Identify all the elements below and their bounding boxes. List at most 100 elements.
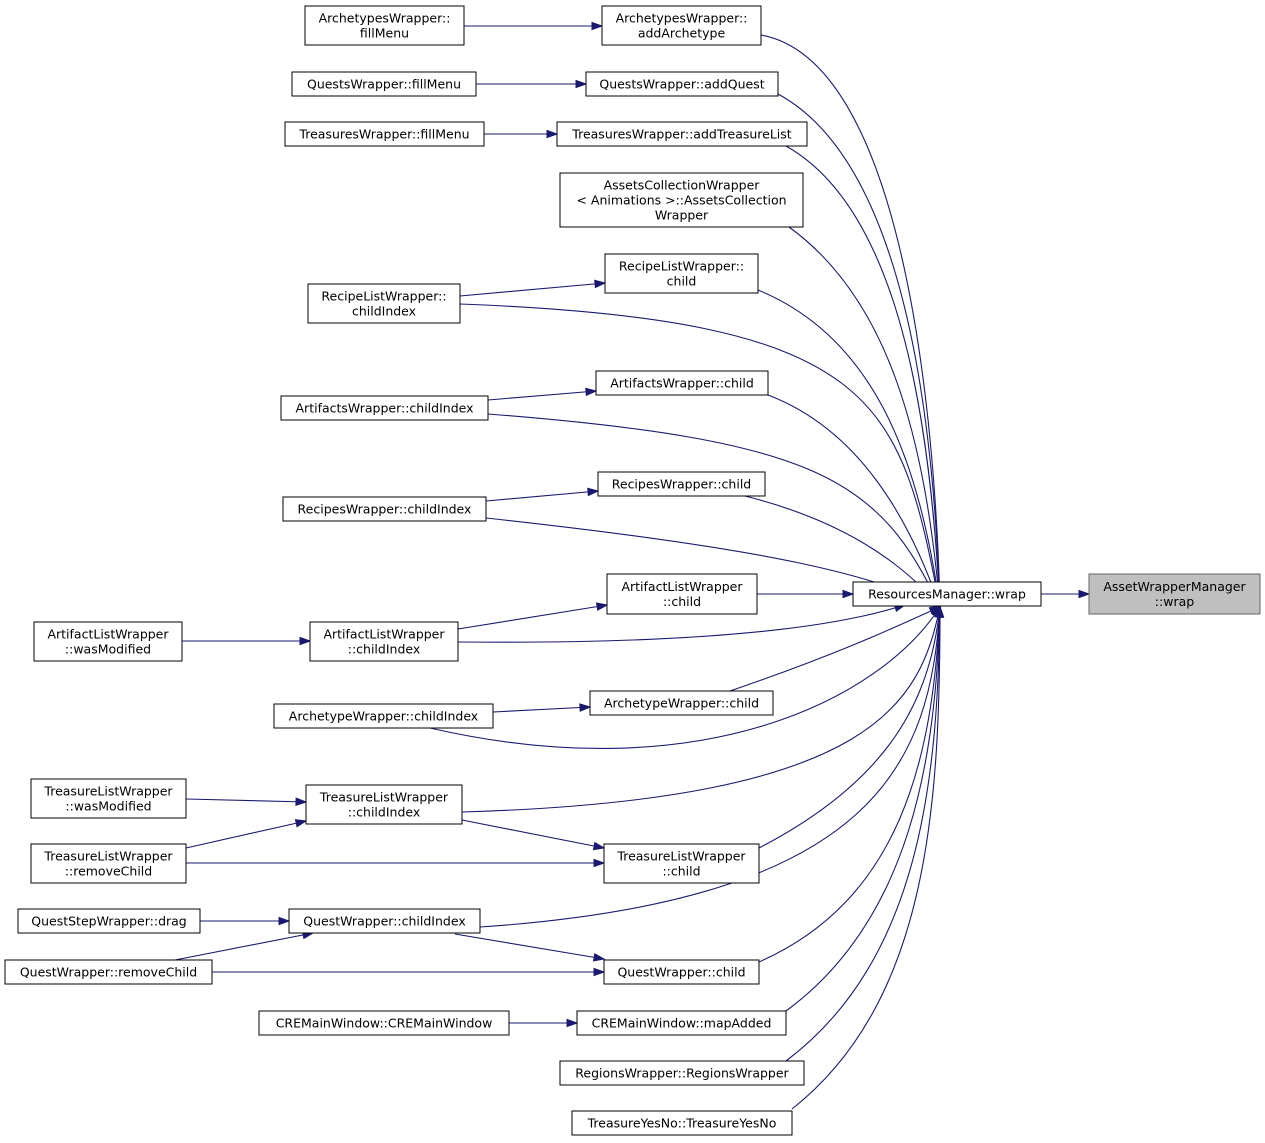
arrowhead-icon — [575, 79, 588, 89]
node-label-line: TreasureListWrapper — [319, 790, 449, 805]
node-assets-collection-wrapper[interactable]: AssetsCollectionWrapper< Animations >::A… — [559, 172, 804, 228]
node-resources-manager-wrap[interactable]: ResourcesManager::wrap — [852, 581, 1042, 607]
edge-archetypes-wrapper-add-archetype-to-resources-manager-wrap — [760, 34, 945, 609]
node-label-line: ::childIndex — [348, 805, 421, 820]
arrowhead-icon — [593, 858, 606, 868]
edge-line — [454, 933, 605, 960]
node-box — [305, 784, 463, 825]
node-label-line: childIndex — [352, 304, 416, 319]
node-box — [33, 621, 183, 662]
node-box — [603, 959, 760, 985]
node-label-line: ::child — [663, 594, 701, 609]
node-quest-wrapper-remove-child[interactable]: QuestWrapper::removeChild — [4, 959, 213, 985]
node-box — [603, 843, 760, 884]
node-treasures-wrapper-fill-menu[interactable]: TreasuresWrapper::fillMenu — [284, 121, 485, 147]
node-box — [30, 843, 187, 884]
node-archetypes-wrapper-fill-menu[interactable]: ArchetypesWrapper::fillMenu — [304, 5, 465, 46]
node-box — [273, 703, 494, 729]
node-label-line: addArchetype — [638, 26, 726, 41]
node-asset-wrapper-manager-wrap[interactable]: AssetWrapperManager::wrap — [1088, 573, 1261, 615]
edge-line — [174, 932, 314, 961]
node-box — [559, 1060, 805, 1086]
node-treasure-list-wrapper-was-modified[interactable]: TreasureListWrapper::wasModified — [30, 778, 187, 819]
node-label-line: TreasureListWrapper — [43, 849, 173, 864]
edge-treasure-list-wrapper-child-to-resources-manager-wrap — [758, 605, 944, 849]
edge-cre-main-window-map-added-to-resources-manager-wrap — [785, 605, 945, 1012]
node-treasures-wrapper-add-treasure-list[interactable]: TreasuresWrapper::addTreasureList — [556, 121, 808, 147]
edge-assets-collection-wrapper-to-resources-manager-wrap — [788, 226, 944, 609]
arrowhead-icon — [546, 129, 559, 139]
node-box — [559, 172, 804, 228]
node-cre-main-window-map-added[interactable]: CREMainWindow::mapAdded — [576, 1010, 787, 1036]
edge-line — [767, 394, 941, 608]
node-artifacts-wrapper-child-index[interactable]: ArtifactsWrapper::childIndex — [280, 395, 489, 421]
arrowhead-icon — [595, 602, 609, 611]
node-box — [585, 71, 779, 97]
edge-line — [791, 606, 941, 1110]
node-archetype-wrapper-child[interactable]: ArchetypeWrapper::child — [589, 690, 774, 716]
node-artifacts-wrapper-child[interactable]: ArtifactsWrapper::child — [595, 370, 769, 396]
node-archetypes-wrapper-add-archetype[interactable]: ArchetypesWrapper::addArchetype — [601, 5, 762, 46]
node-box — [307, 283, 461, 324]
node-label-line: RecipeListWrapper:: — [619, 259, 744, 274]
node-artifact-list-wrapper-child-index[interactable]: ArtifactListWrapper::childIndex — [309, 621, 459, 662]
node-quests-wrapper-add-quest[interactable]: QuestsWrapper::addQuest — [585, 71, 779, 97]
node-label-line: ArtifactListWrapper — [621, 579, 743, 594]
node-box — [556, 121, 808, 147]
edge-line — [479, 606, 941, 928]
arrowhead-icon — [594, 279, 607, 289]
edge-line — [459, 303, 941, 608]
node-artifact-list-wrapper-child[interactable]: ArtifactListWrapper::child — [606, 573, 758, 615]
node-label-line: ArtifactsWrapper::childIndex — [296, 401, 474, 416]
edge-archetype-wrapper-child-to-resources-manager-wrap — [729, 606, 942, 692]
edge-line — [492, 706, 591, 713]
node-quest-wrapper-child-index[interactable]: QuestWrapper::childIndex — [288, 908, 481, 934]
node-regions-wrapper-ctor[interactable]: RegionsWrapper::RegionsWrapper — [559, 1060, 805, 1086]
edge-resources-manager-wrap-to-asset-wrapper-manager-wrap — [1041, 589, 1091, 599]
node-treasure-list-wrapper-child[interactable]: TreasureListWrapper::child — [603, 843, 760, 884]
node-recipes-wrapper-child-index[interactable]: RecipesWrapper::childIndex — [282, 496, 487, 522]
node-treasure-list-wrapper-remove-child[interactable]: TreasureListWrapper::removeChild — [30, 843, 187, 884]
node-box — [595, 370, 769, 396]
node-treasure-yes-no-ctor[interactable]: TreasureYesNo::TreasureYesNo — [571, 1110, 793, 1136]
edge-line — [461, 606, 941, 813]
node-box — [597, 471, 766, 497]
edge-line — [485, 490, 599, 502]
node-label-line: ArchetypesWrapper:: — [616, 11, 748, 26]
node-box — [282, 496, 487, 522]
node-label-line: RecipesWrapper::child — [612, 477, 751, 492]
node-artifact-list-wrapper-was-modified[interactable]: ArtifactListWrapper::wasModified — [33, 621, 183, 662]
node-recipe-list-wrapper-child-index[interactable]: RecipeListWrapper::childIndex — [307, 283, 461, 324]
node-label-line: TreasuresWrapper::addTreasureList — [571, 127, 791, 142]
edge-artifact-list-wrapper-child-index-to-artifact-list-wrapper-child — [457, 602, 609, 630]
node-archetype-wrapper-child-index[interactable]: ArchetypeWrapper::childIndex — [273, 703, 494, 729]
node-cre-main-window-ctor[interactable]: CREMainWindow::CREMainWindow — [258, 1010, 510, 1036]
edge-quest-wrapper-child-to-resources-manager-wrap — [758, 605, 944, 963]
edge-line — [788, 226, 941, 608]
node-label-line: ::wasModified — [65, 642, 151, 657]
node-treasure-list-wrapper-child-index[interactable]: TreasureListWrapper::childIndex — [305, 784, 463, 825]
edge-treasure-list-wrapper-child-index-to-treasure-list-wrapper-child — [461, 819, 606, 851]
arrowhead-icon — [935, 605, 945, 618]
arrowhead-icon — [295, 797, 308, 807]
node-box — [288, 908, 481, 934]
edge-line — [487, 413, 941, 608]
node-quests-wrapper-fill-menu[interactable]: QuestsWrapper::fillMenu — [291, 71, 477, 97]
arrowhead-icon — [592, 953, 606, 962]
node-box — [571, 1110, 793, 1136]
node-recipe-list-wrapper-child[interactable]: RecipeListWrapper::child — [604, 253, 759, 294]
edge-line — [459, 282, 606, 297]
node-recipes-wrapper-child[interactable]: RecipesWrapper::child — [597, 471, 766, 497]
edge-treasure-list-wrapper-was-modified-to-treasure-list-wrapper-child-index — [185, 797, 308, 807]
edge-treasure-list-wrapper-remove-child-to-treasure-list-wrapper-child — [186, 858, 606, 868]
node-label-line: ::childIndex — [348, 642, 421, 657]
node-label-line: CREMainWindow::mapAdded — [592, 1016, 772, 1031]
node-quest-step-wrapper-drag[interactable]: QuestStepWrapper::drag — [17, 908, 201, 934]
edge-recipes-wrapper-child-index-to-recipes-wrapper-child — [485, 487, 600, 502]
edge-line — [785, 606, 941, 1012]
arrowhead-icon — [294, 819, 308, 828]
arrowhead-icon — [566, 1018, 579, 1028]
node-quest-wrapper-child[interactable]: QuestWrapper::child — [603, 959, 760, 985]
edge-line — [758, 606, 941, 963]
edge-line — [760, 34, 941, 608]
